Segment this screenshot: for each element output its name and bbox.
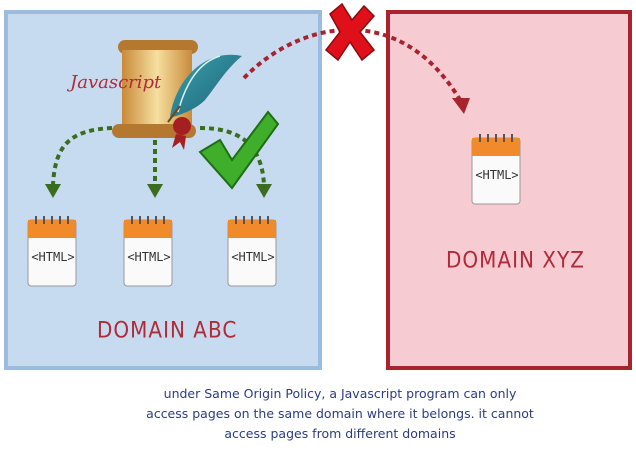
html-tag-text: <HTML> (231, 250, 275, 264)
domain-xyz-label: DOMAIN XYZ (446, 246, 585, 274)
html-document-icon: <HTML> (122, 214, 176, 290)
html-tag-text: <HTML> (127, 250, 171, 264)
cross-icon (324, 2, 376, 62)
script-label: Javascript (70, 72, 162, 93)
checkmark-icon (198, 110, 280, 190)
caption: under Same Origin Policy, a Javascript p… (130, 384, 550, 444)
caption-line: access pages from different domains (224, 426, 456, 441)
caption-line: access pages on the same domain where it… (146, 406, 534, 421)
html-document-icon: <HTML> (26, 214, 80, 290)
caption-line: under Same Origin Policy, a Javascript p… (163, 386, 517, 401)
html-document-icon: <HTML> (470, 132, 524, 208)
html-tag-text: <HTML> (31, 250, 75, 264)
arrow-to-page-1 (51, 126, 113, 186)
html-document-icon: <HTML> (226, 214, 280, 290)
quill-icon (167, 54, 242, 123)
domain-abc-label: DOMAIN ABC (97, 316, 238, 344)
same-domain-arrowheads (45, 184, 272, 198)
html-tag-text: <HTML> (475, 168, 519, 182)
